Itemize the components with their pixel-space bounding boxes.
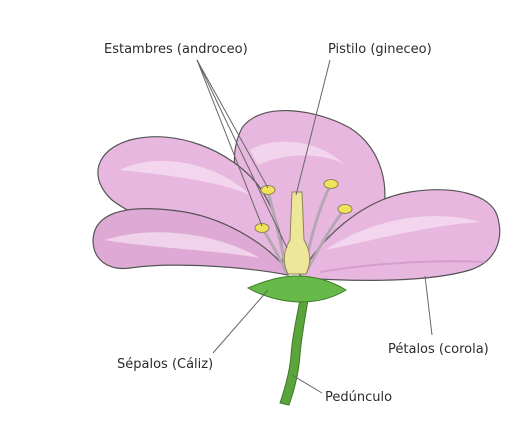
label-pistil: Pistilo (gineceo) bbox=[328, 42, 432, 57]
label-peduncle: Pedúnculo bbox=[325, 390, 392, 405]
label-petals: Pétalos (corola) bbox=[388, 342, 489, 357]
stem bbox=[280, 300, 308, 405]
label-sepals: Sépalos (Cáliz) bbox=[117, 357, 213, 372]
label-stamens: Estambres (androceo) bbox=[104, 42, 248, 57]
